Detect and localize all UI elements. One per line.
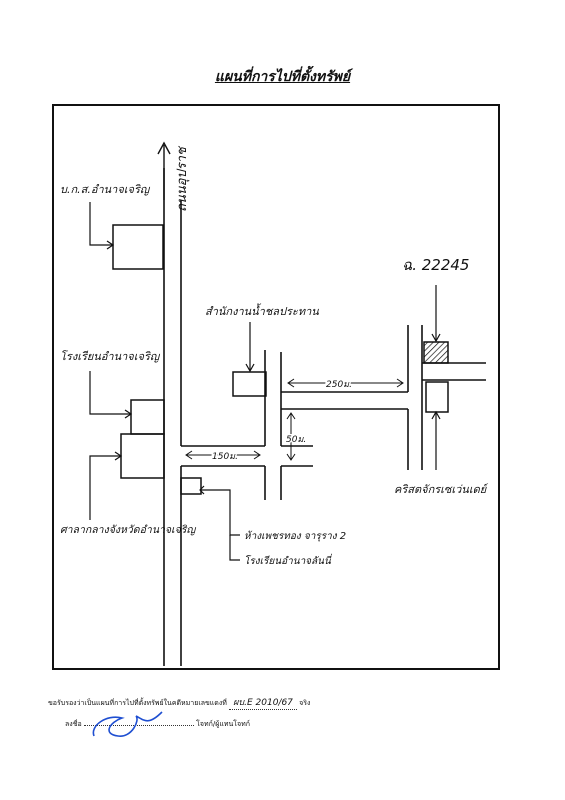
parcel-label: ฉ. 22245 xyxy=(402,256,469,274)
signature-line: ลงชื่อ โจทก์/ผู้แทนโจทก์ xyxy=(65,719,250,730)
water-office-label: สำนักงานน้ำชลประทาน xyxy=(205,303,319,318)
school-bottom-leader xyxy=(229,535,240,561)
school-leader xyxy=(89,371,131,415)
north-road-label: ถนนอุปราช xyxy=(175,145,190,212)
school-bottom-label: โรงเรียนอำนาจลันนี่ xyxy=(244,553,332,567)
dist-250-label: 250ม. xyxy=(326,380,352,390)
dist-150-label: 150ม. xyxy=(212,452,238,462)
sign-prefix: ลงชื่อ xyxy=(65,720,82,728)
hall-leader xyxy=(89,455,121,520)
shop-building xyxy=(180,477,202,495)
dist-50-label: 50ม. xyxy=(286,435,306,445)
map-frame xyxy=(52,104,500,670)
bank-building xyxy=(112,224,164,270)
church-building xyxy=(425,381,449,413)
church-label: คริสตจักรเซเว่นเดย์ xyxy=(394,483,489,496)
bank-label: บ.ก.ส.อำนาจเจริญ xyxy=(60,183,151,196)
shop-label: ห้างเพชรทอง จารุราง 2 xyxy=(244,530,346,542)
certification-prefix: ขอรับรองว่าเป็นแผนที่การไปที่ตั้งทรัพย์ใ… xyxy=(48,699,227,707)
sign-suffix: โจทก์/ผู้แทนโจทก์ xyxy=(196,720,250,728)
signature-blank xyxy=(83,725,194,726)
case-number: ผบ.E 2010/67 xyxy=(229,695,297,710)
handwritten-signature xyxy=(92,711,163,737)
bank-leader xyxy=(89,202,113,246)
provincial-hall-building xyxy=(120,433,165,479)
page-title: แผนที่การไปที่ตั้งทรัพย์ xyxy=(214,69,351,85)
school-label: โรงเรียนอำนาจเจริญ xyxy=(60,350,161,363)
hall-label: ศาลากลางจังหวัดอำนาจเจริญ xyxy=(60,524,196,536)
subject-property xyxy=(423,341,449,364)
school-building xyxy=(130,399,165,435)
certification-suffix: จริง xyxy=(299,699,311,707)
shop-leader xyxy=(200,489,240,536)
water-office-building xyxy=(232,371,267,397)
certification-statement: ขอรับรองว่าเป็นแผนที่การไปที่ตั้งทรัพย์ใ… xyxy=(48,695,310,710)
